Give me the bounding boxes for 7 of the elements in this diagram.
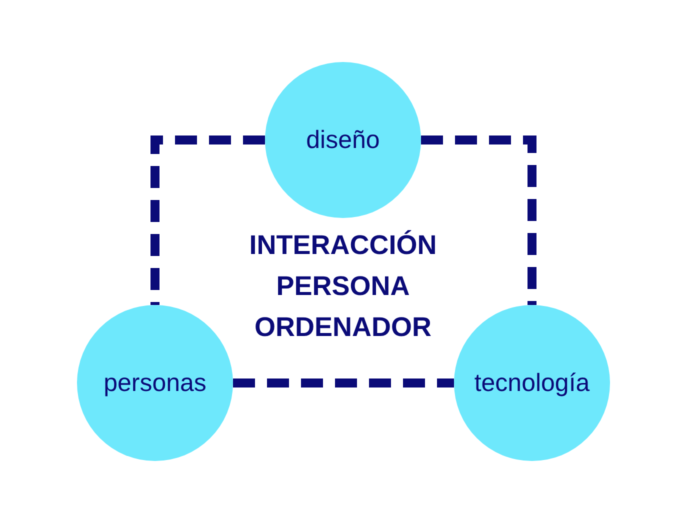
dashed-connector (150, 136, 265, 305)
topic-label: tecnología (474, 368, 590, 398)
center-title: INTERACCIÓN PERSONA ORDENADOR (248, 229, 438, 344)
topic-label: personas (104, 368, 206, 398)
topic-label: diseño (306, 126, 380, 154)
dashed-connector (421, 136, 536, 305)
dashed-connector (233, 378, 454, 388)
